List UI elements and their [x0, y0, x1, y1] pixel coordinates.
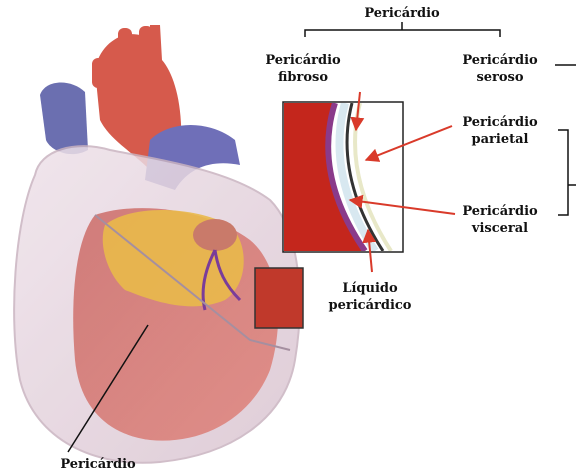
- label-pericardio: Pericárdio: [352, 5, 452, 22]
- label-pericardio-fibroso: Pericárdio fibroso: [263, 52, 343, 86]
- label-pericardio-parietal: Pericárdio parietal: [458, 114, 542, 148]
- vena-cava: [40, 83, 88, 155]
- label-pericardio-bottom: Pericárdio: [48, 456, 148, 473]
- label-pericardio-visceral: Pericárdio visceral: [458, 203, 542, 237]
- heart-illustration: [14, 25, 303, 463]
- label-liquido-pericardico: Líquido pericárdico: [322, 280, 418, 314]
- zoom-box: [255, 268, 303, 328]
- top-bracket: [305, 22, 500, 37]
- aorta-branch: [139, 26, 153, 68]
- aorta-branch: [92, 58, 106, 88]
- coronary-vessel: [193, 219, 237, 251]
- right-bracket: [555, 65, 576, 215]
- aorta-branch: [118, 28, 132, 68]
- zoom-inset: [283, 102, 403, 252]
- label-pericardio-seroso: Pericárdio seroso: [458, 52, 542, 86]
